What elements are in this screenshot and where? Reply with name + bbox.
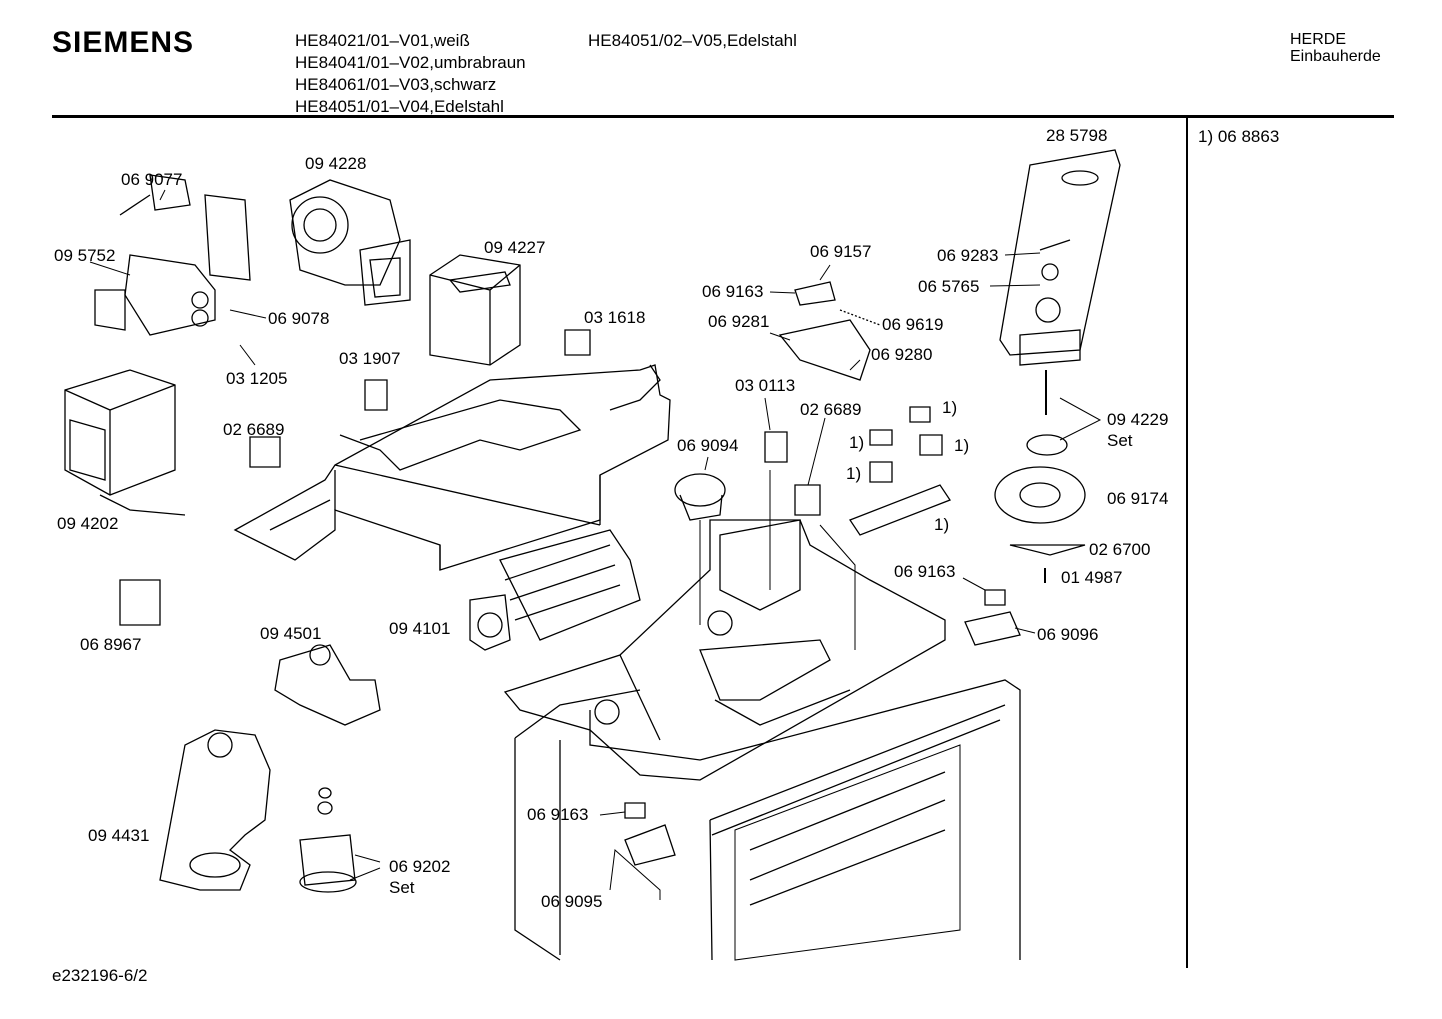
part-label: 09 4202 <box>57 514 119 533</box>
stirrer-motor <box>275 645 380 725</box>
part-label: 06 9163 <box>527 805 589 824</box>
leader-lines <box>90 190 1100 900</box>
category-title: HERDE <box>1290 31 1347 48</box>
part-label: 06 9095 <box>541 892 603 911</box>
part-label: 06 9619 <box>882 315 944 334</box>
waveguide <box>1000 150 1120 365</box>
footnote-marker: 1) <box>954 436 970 455</box>
oven-cavity <box>515 680 1020 960</box>
part-label: 09 4227 <box>484 238 546 257</box>
part-label: 09 4101 <box>389 619 451 638</box>
fan-motor <box>470 530 640 650</box>
footnote-note: 1) 06 8863 <box>1198 127 1280 146</box>
thermostat <box>675 474 725 625</box>
drawing-id: e232196-6/2 <box>52 966 148 985</box>
cooling-plate <box>505 520 945 780</box>
part-label: 01 4987 <box>1061 568 1123 587</box>
part-label: 06 9174 <box>1107 489 1169 508</box>
part-label: 09 4229 <box>1107 410 1169 429</box>
part-label: 06 9163 <box>894 562 956 581</box>
footnote-marker: 1) <box>942 398 958 417</box>
part-label: 09 4228 <box>305 154 367 173</box>
panel-divider <box>1186 118 1188 968</box>
model-line: HE84041/01–V02,umbrabraun <box>295 53 526 72</box>
part-label: 03 1205 <box>226 369 288 388</box>
header-divider <box>52 115 1394 118</box>
part-label: 06 9157 <box>810 242 872 261</box>
part-label: 09 5752 <box>54 246 116 265</box>
blower <box>290 180 410 305</box>
part-label: 06 9280 <box>871 345 933 364</box>
part-label: 02 6689 <box>800 400 862 419</box>
footnote-marker: 1) <box>849 433 865 452</box>
part-label: 06 9094 <box>677 436 739 455</box>
part-label: 06 9281 <box>708 312 770 331</box>
part-set-label: Set <box>389 878 415 897</box>
part-label: 06 9078 <box>268 309 330 328</box>
switch-parts <box>120 282 1020 865</box>
part-label: 09 4501 <box>260 624 322 643</box>
brand-logo: SIEMENS <box>52 26 195 59</box>
model-line: HE84021/01–V01,weiß <box>295 31 470 50</box>
part-label: 06 9163 <box>702 282 764 301</box>
part-label: 02 6700 <box>1089 540 1151 559</box>
waveguide-cover <box>160 730 270 890</box>
part-label: 09 4431 <box>88 826 150 845</box>
part-label: 03 1907 <box>339 349 401 368</box>
bearing-set <box>300 788 356 892</box>
part-label: 03 1618 <box>584 308 646 327</box>
model-list-secondary: HE84051/02–V05,Edelstahl <box>588 30 797 52</box>
footnote-marker: 1) <box>934 515 950 534</box>
magnetron <box>430 255 520 365</box>
stirrer-parts <box>995 370 1085 583</box>
part-label: 06 9077 <box>121 170 183 189</box>
part-label: 02 6689 <box>223 420 285 439</box>
part-set-label: Set <box>1107 431 1133 450</box>
part-label: 28 5798 <box>1046 126 1108 145</box>
part-label: 06 9096 <box>1037 625 1099 644</box>
model-list: HE84021/01–V01,weiß HE84041/01–V02,umbra… <box>295 30 526 118</box>
model-line: HE84051/02–V05,Edelstahl <box>588 31 797 50</box>
part-label: 03 0113 <box>735 376 796 395</box>
capacitor <box>95 175 250 335</box>
part-label: 06 5765 <box>918 277 980 296</box>
category-subtitle: Einbauherde <box>1290 48 1381 65</box>
footnote-marker: 1) <box>846 464 862 483</box>
part-label: 06 9283 <box>937 246 999 265</box>
part-label: 06 9202 <box>389 857 451 876</box>
model-line: HE84051/01–V04,Edelstahl <box>295 97 504 116</box>
part-label: 06 8967 <box>80 635 142 654</box>
category-block: HERDE Einbauherde <box>1290 31 1381 65</box>
grill-element <box>235 365 670 570</box>
model-line: HE84061/01–V03,schwarz <box>295 75 497 94</box>
transformer <box>65 370 185 515</box>
